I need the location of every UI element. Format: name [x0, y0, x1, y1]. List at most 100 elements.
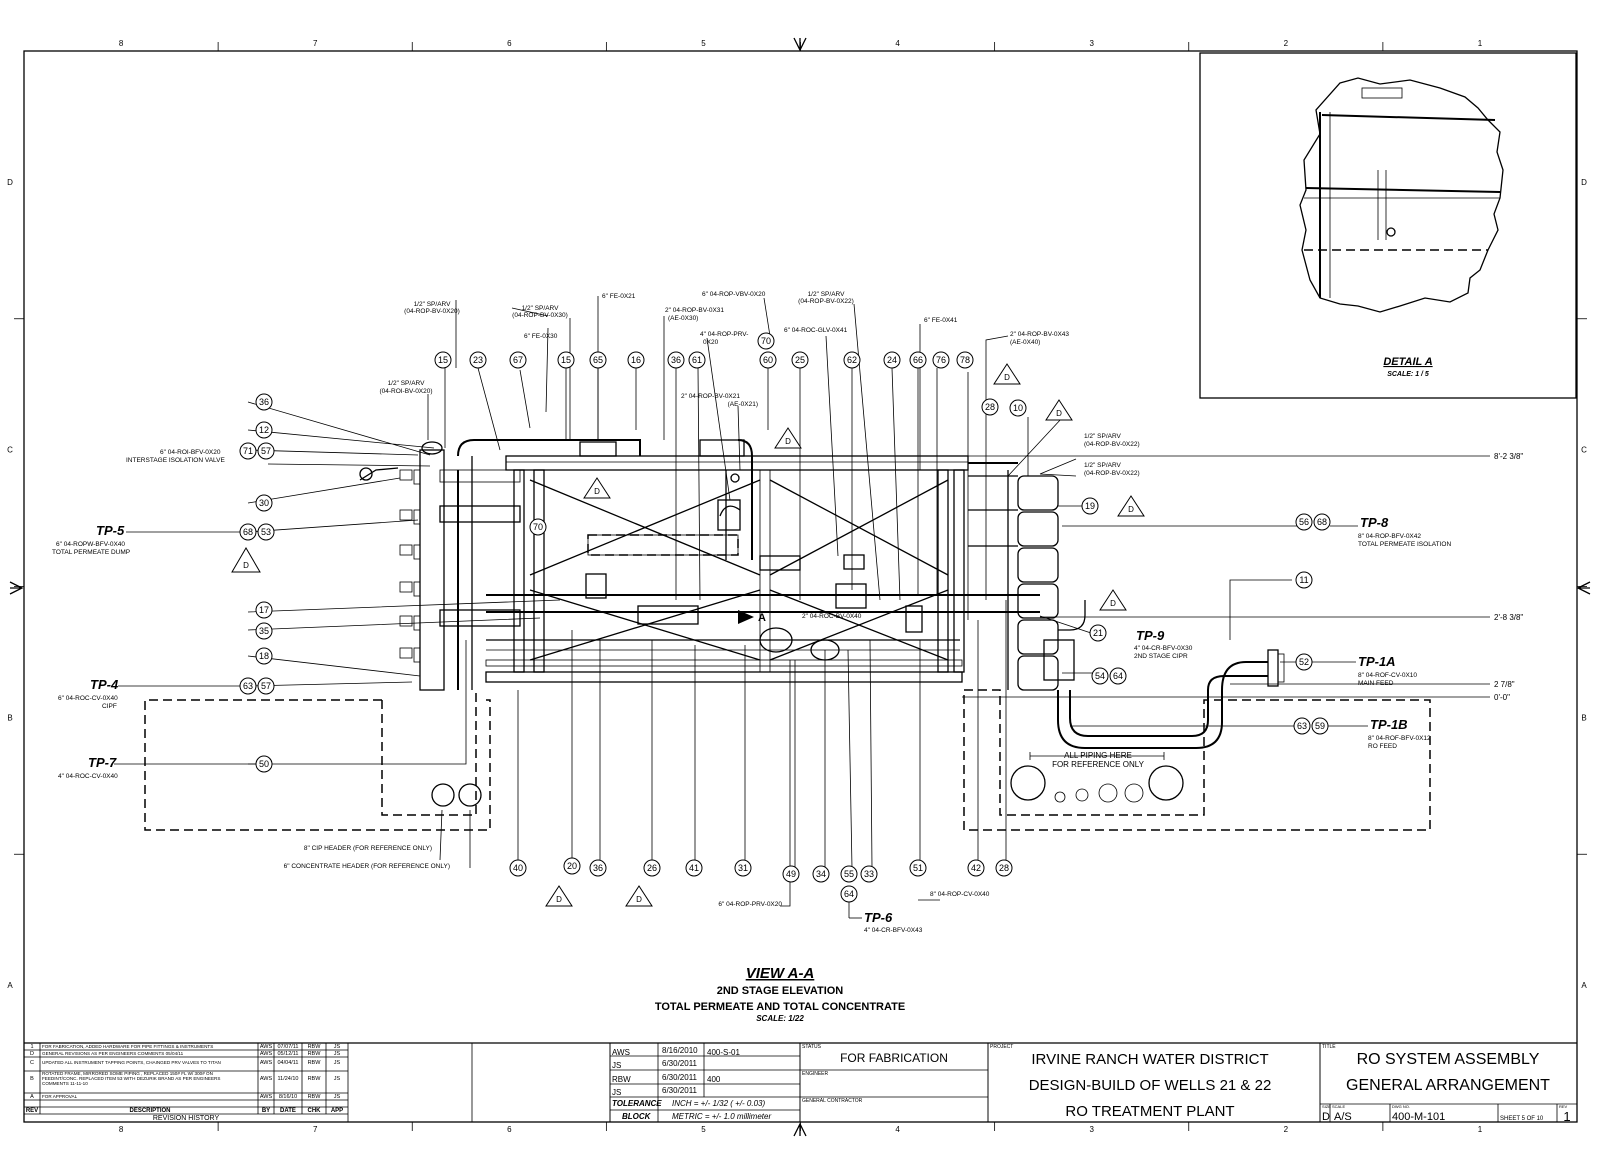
bubble: 61	[688, 351, 706, 369]
column-mark: 5	[701, 1125, 706, 1134]
bubble: 19	[1081, 497, 1099, 515]
dwg-label: DWG NO.	[1392, 1104, 1410, 1109]
svg-text:2ND STAGE CIPR: 2ND STAGE CIPR	[1134, 653, 1188, 660]
bubble: 78	[956, 351, 974, 369]
bubble: 57	[257, 677, 275, 695]
rev-app: JS	[334, 1044, 341, 1050]
rev-header-desc: DESCRIPTION	[129, 1108, 170, 1114]
svg-text:TP-5: TP-5	[96, 523, 125, 538]
tp-5: TP-5 6" 04-ROPW-BFV-0X40 TOTAL PERMEATE …	[52, 523, 240, 556]
svg-text:57: 57	[261, 446, 271, 456]
valve-cluster	[585, 505, 923, 661]
svg-text:67: 67	[513, 355, 523, 365]
svg-text:D: D	[594, 487, 600, 496]
rev-triangle: D	[231, 547, 261, 573]
status-label: STATUS	[802, 1044, 822, 1050]
tp-6: TP-6 4" 04-CR-BFV-0X43	[848, 902, 923, 934]
project-block: PROJECT IRVINE RANCH WATER DISTRICT DESI…	[987, 1042, 1321, 1123]
svg-text:78: 78	[960, 355, 970, 365]
svg-text:8" 04-ROF-CV-0X10: 8" 04-ROF-CV-0X10	[1358, 672, 1417, 679]
leader-lines	[247, 296, 1306, 907]
column-mark: 1	[1478, 1125, 1483, 1134]
svg-text:64: 64	[1113, 671, 1123, 681]
rev-app: JS	[334, 1051, 341, 1057]
bubble: 52	[1295, 653, 1313, 671]
view-title-block: VIEW A-A 2ND STAGE ELEVATION TOTAL PERME…	[655, 965, 905, 1023]
drawn-date: 8/16/2010	[662, 1046, 698, 1055]
bubble: 66	[909, 351, 927, 369]
bubble: 76	[932, 351, 950, 369]
size-label: SIZE	[1322, 1104, 1331, 1109]
bubble: 26	[643, 859, 661, 877]
job-no: 400	[707, 1075, 721, 1084]
svg-text:64: 64	[844, 889, 854, 899]
reference-footprints: ALL PIPING HERE FOR REFERENCE ONLY	[144, 689, 1431, 831]
callout-c12b: (AE-0X21)	[728, 401, 758, 408]
row-mark: B	[7, 713, 12, 722]
rev-header-date: DATE	[280, 1108, 296, 1114]
rev-desc: FOR APPROVAL	[42, 1094, 78, 1099]
checked-by: JS	[612, 1061, 621, 1070]
svg-text:TP-8: TP-8	[1360, 515, 1389, 530]
callout-c13a: 1/2" SP/ARV	[388, 380, 426, 387]
dwg-no: 400-M-101	[1392, 1111, 1445, 1123]
bubble: 68	[239, 523, 257, 541]
project-line3: RO TREATMENT PLANT	[1065, 1103, 1234, 1120]
callout-c19: 6" CONCENTRATE HEADER (FOR REFERENCE ONL…	[284, 863, 450, 870]
callout-c16a: 1/2" SP/ARV	[1084, 462, 1122, 469]
bubble: 18	[255, 647, 273, 665]
callout-c6b: 0X20	[703, 339, 719, 346]
rev-label: REV	[1559, 1104, 1568, 1109]
column-mark: 3	[1089, 1125, 1094, 1134]
svg-text:36: 36	[593, 863, 603, 873]
callout-c8b: (04-ROP-BV-0X22)	[798, 298, 854, 305]
rev-triangle: D	[1045, 399, 1073, 421]
view-subtitle1: 2ND STAGE ELEVATION	[717, 985, 844, 997]
svg-text:30: 30	[259, 498, 269, 508]
approved-by: RBW	[612, 1075, 631, 1084]
column-mark: 8	[119, 39, 124, 48]
project-line2: DESIGN-BUILD OF WELLS 21 & 22	[1029, 1077, 1272, 1094]
rev-header-rev: REV	[26, 1108, 38, 1114]
bubble: 63	[1293, 717, 1311, 735]
center-arrows	[9, 37, 1591, 1137]
svg-text:49: 49	[786, 869, 796, 879]
svg-text:17: 17	[259, 605, 269, 615]
rev-by: AWS	[260, 1060, 273, 1066]
row-mark: A	[1581, 981, 1587, 990]
bubble: 68	[1313, 513, 1331, 531]
svg-text:41: 41	[689, 863, 699, 873]
view-scale: SCALE: 1/22	[756, 1014, 804, 1023]
svg-text:MAIN FEED: MAIN FEED	[1358, 680, 1394, 687]
tp-1b: TP-1B 8" 04-ROF-BFV-0X12 RO FEED	[1328, 717, 1431, 750]
column-mark: 6	[507, 39, 512, 48]
svg-text:12: 12	[259, 425, 269, 435]
bubble: 42	[967, 859, 985, 877]
drawn-by: AWS	[612, 1048, 630, 1057]
callout-c1b: (04-ROP-BV-0X20)	[404, 308, 460, 315]
svg-text:4" 04-CR-BFV-0X43: 4" 04-CR-BFV-0X43	[864, 927, 923, 934]
approved2-by: JS	[612, 1088, 621, 1097]
svg-text:TP-1B: TP-1B	[1370, 717, 1408, 732]
svg-text:59: 59	[1315, 721, 1325, 731]
svg-text:D: D	[1004, 373, 1010, 382]
bubble: 53	[257, 523, 275, 541]
bubble: 10	[1009, 399, 1027, 417]
tp-1a: TP-1A 8" 04-ROF-CV-0X10 MAIN FEED	[1312, 654, 1417, 687]
row-mark: D	[1581, 178, 1587, 187]
rev-date: 07/07/11	[277, 1044, 298, 1050]
bubbles-top: 15 23 67 15 65 16 36 61 60 25 62 24 66 7…	[434, 332, 974, 369]
column-mark: 4	[895, 1125, 900, 1134]
bubble: 28	[995, 859, 1013, 877]
svg-text:35: 35	[259, 626, 269, 636]
svg-text:26: 26	[647, 863, 657, 873]
scale-label: SCALE	[1332, 1104, 1345, 1109]
svg-text:23: 23	[473, 355, 483, 365]
svg-text:50: 50	[259, 759, 269, 769]
test-points: TP-5 6" 04-ROPW-BFV-0X40 TOTAL PERMEATE …	[52, 515, 1451, 934]
svg-text:60: 60	[763, 355, 773, 365]
bubble: 21	[1089, 624, 1107, 642]
bubble: 12	[255, 421, 273, 439]
rev-header-chk: CHK	[308, 1108, 322, 1114]
